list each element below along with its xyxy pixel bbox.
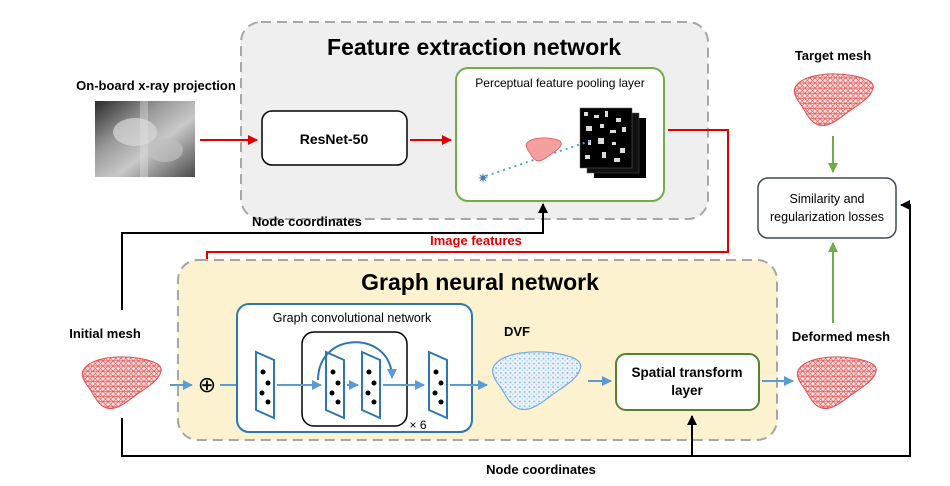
gcn-label: Graph convolutional network [273, 311, 432, 325]
target-mesh-icon [793, 73, 874, 127]
pooling-layer-label: Perceptual feature pooling layer [475, 76, 644, 90]
resnet-label: ResNet-50 [300, 131, 369, 147]
node-coordinates-bottom-label: Node coordinates [486, 462, 596, 477]
gcn-layer-1 [255, 350, 275, 420]
concat-sum-icon: ⊕ [198, 373, 216, 398]
feature-extraction-title: Feature extraction network [327, 34, 621, 60]
losses-line1: Similarity and [789, 192, 864, 206]
resnet-box [261, 110, 408, 166]
xray-source-icon: ✷ [477, 171, 489, 187]
initial-mesh-icon [81, 356, 162, 410]
deformed-mesh-label: Deformed mesh [792, 329, 890, 344]
losses-line2: regularization losses [770, 210, 884, 224]
gcn-layer-3 [361, 350, 381, 420]
image-features-label: Image features [430, 233, 522, 248]
deformed-mesh-icon [796, 356, 877, 410]
target-mesh-label: Target mesh [795, 48, 871, 63]
gnn-title: Graph neural network [361, 269, 599, 295]
gcn-loop-arrow [317, 341, 397, 381]
xray-label: On-board x-ray projection [76, 78, 236, 93]
arrow-node-coords-bottom-losses [692, 200, 911, 457]
gcn-layer-4 [428, 350, 448, 420]
feature-maps-stack [579, 107, 646, 178]
arrow-node-coords-top [121, 203, 548, 310]
initial-mesh-label: Initial mesh [69, 326, 141, 341]
gcn-repeat-label: × 6 [409, 418, 426, 432]
spatial-transform-line1: Spatial transform [631, 365, 742, 380]
spatial-transform-box [615, 353, 760, 411]
gcn-layer-2 [325, 350, 345, 420]
xray-image [95, 101, 195, 177]
arrow-node-coords-bottom-stl [121, 415, 697, 457]
node-coordinates-top-label: Node coordinates [252, 214, 362, 229]
spatial-transform-line2: layer [671, 383, 703, 398]
dvf-label: DVF [504, 324, 530, 339]
losses-box [757, 177, 897, 239]
